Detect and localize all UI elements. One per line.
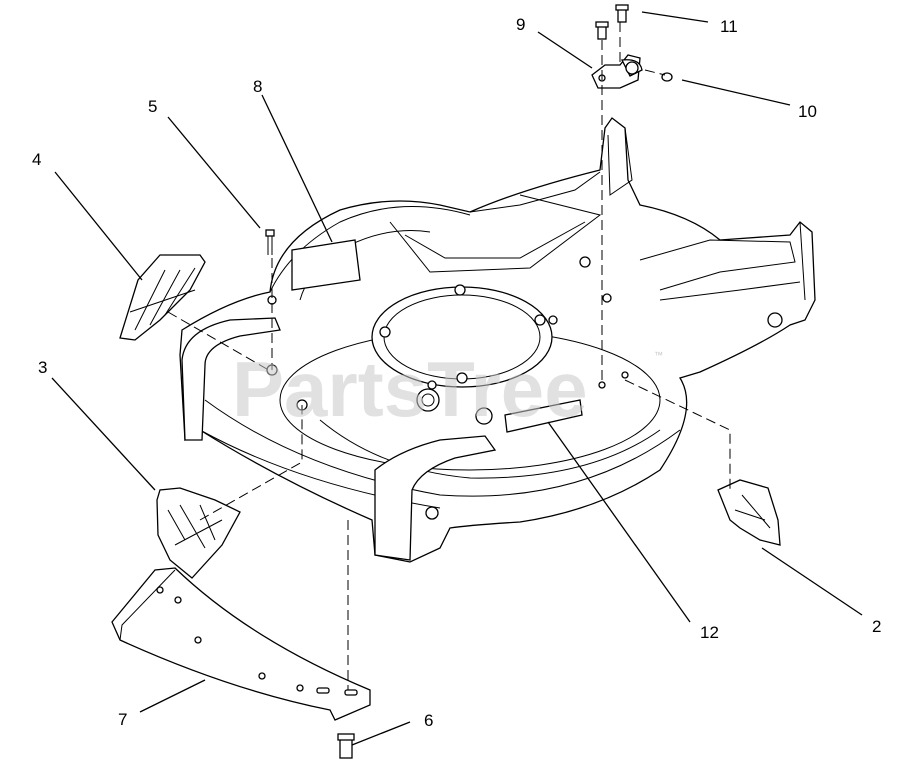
leader-lines (51, 11, 863, 746)
watermark: PartsTree (232, 345, 588, 433)
callout-10: 10 (798, 102, 817, 121)
callout-12: 12 (700, 623, 719, 642)
callout-4: 4 (32, 150, 41, 169)
baffle-part-4 (119, 254, 206, 341)
bracket-assembly-9-10-11 (591, 4, 673, 89)
callout-2: 2 (872, 617, 881, 636)
callout-8: 8 (253, 77, 262, 96)
decal-8 (291, 239, 361, 291)
callout-3: 3 (38, 358, 47, 377)
bolt-part-6 (337, 733, 355, 759)
watermark-trademark: ™ (654, 350, 663, 360)
callout-11: 11 (720, 17, 738, 36)
mower-deck-housing (179, 117, 816, 563)
decal-12 (504, 399, 583, 433)
baffle-part-3 (156, 487, 241, 579)
callout-6: 6 (424, 711, 433, 730)
callout-labels: 9 11 10 8 5 4 3 12 2 7 6 (32, 15, 881, 730)
callout-5: 5 (148, 97, 157, 116)
baffle-part-2 (717, 479, 781, 546)
plate-part-7 (111, 567, 371, 721)
screw-part-5 (265, 229, 275, 255)
callout-7: 7 (118, 710, 127, 729)
callout-9: 9 (516, 15, 525, 34)
alignment-lines (167, 22, 731, 690)
